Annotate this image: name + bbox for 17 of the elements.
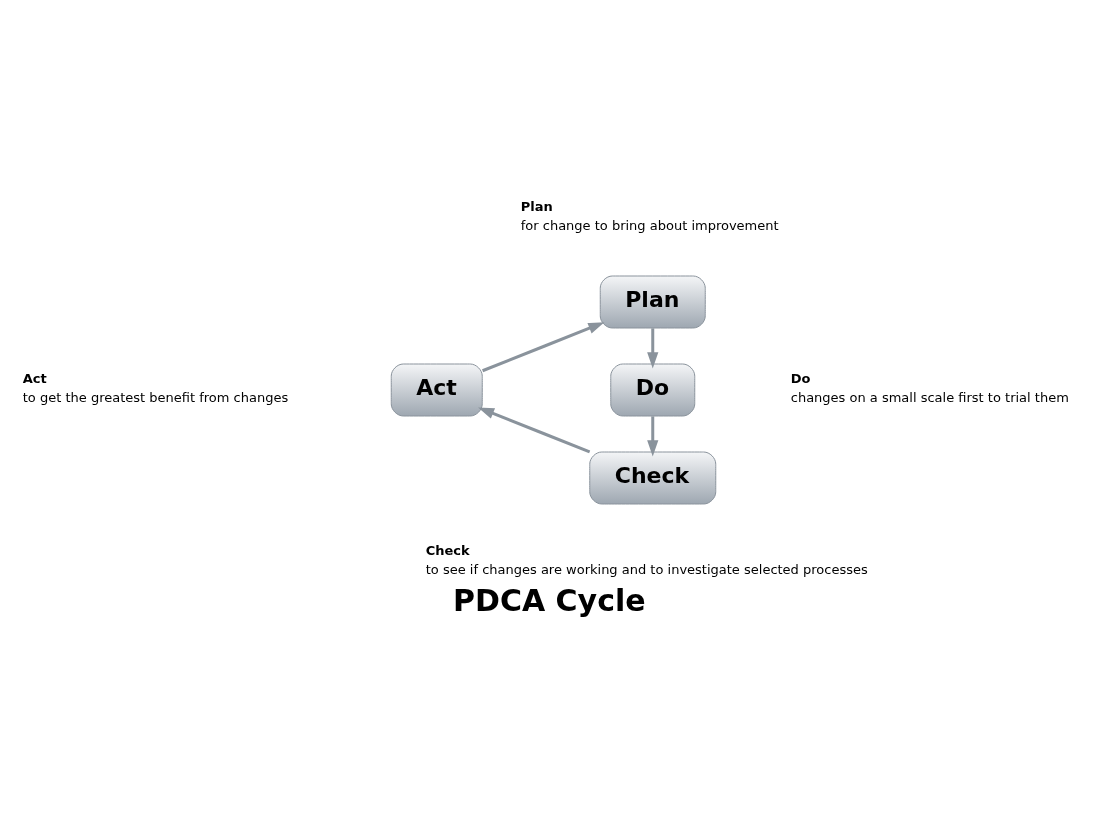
node-label: Act [22,371,47,387]
node-label: Check [425,543,470,559]
node-box: Plan [599,275,706,329]
node-label: changes on a small scale first to trial them [790,390,1069,406]
arrow [647,328,659,369]
arrow [647,416,659,457]
node-label: to get the greatest benefit from changes [22,390,289,406]
arrow [478,407,591,454]
node-label: for change to bring about improvement [520,218,779,234]
diagram-title: PDCA Cycle [453,583,646,618]
node-box: Check [589,451,717,505]
node-box: Do [610,363,696,417]
node-box: Act [390,363,483,417]
node-label: Plan [520,199,553,215]
arrow [482,322,605,373]
node-label: Do [790,371,811,387]
node-label: to see if changes are working and to investigate selected processes [425,562,868,578]
